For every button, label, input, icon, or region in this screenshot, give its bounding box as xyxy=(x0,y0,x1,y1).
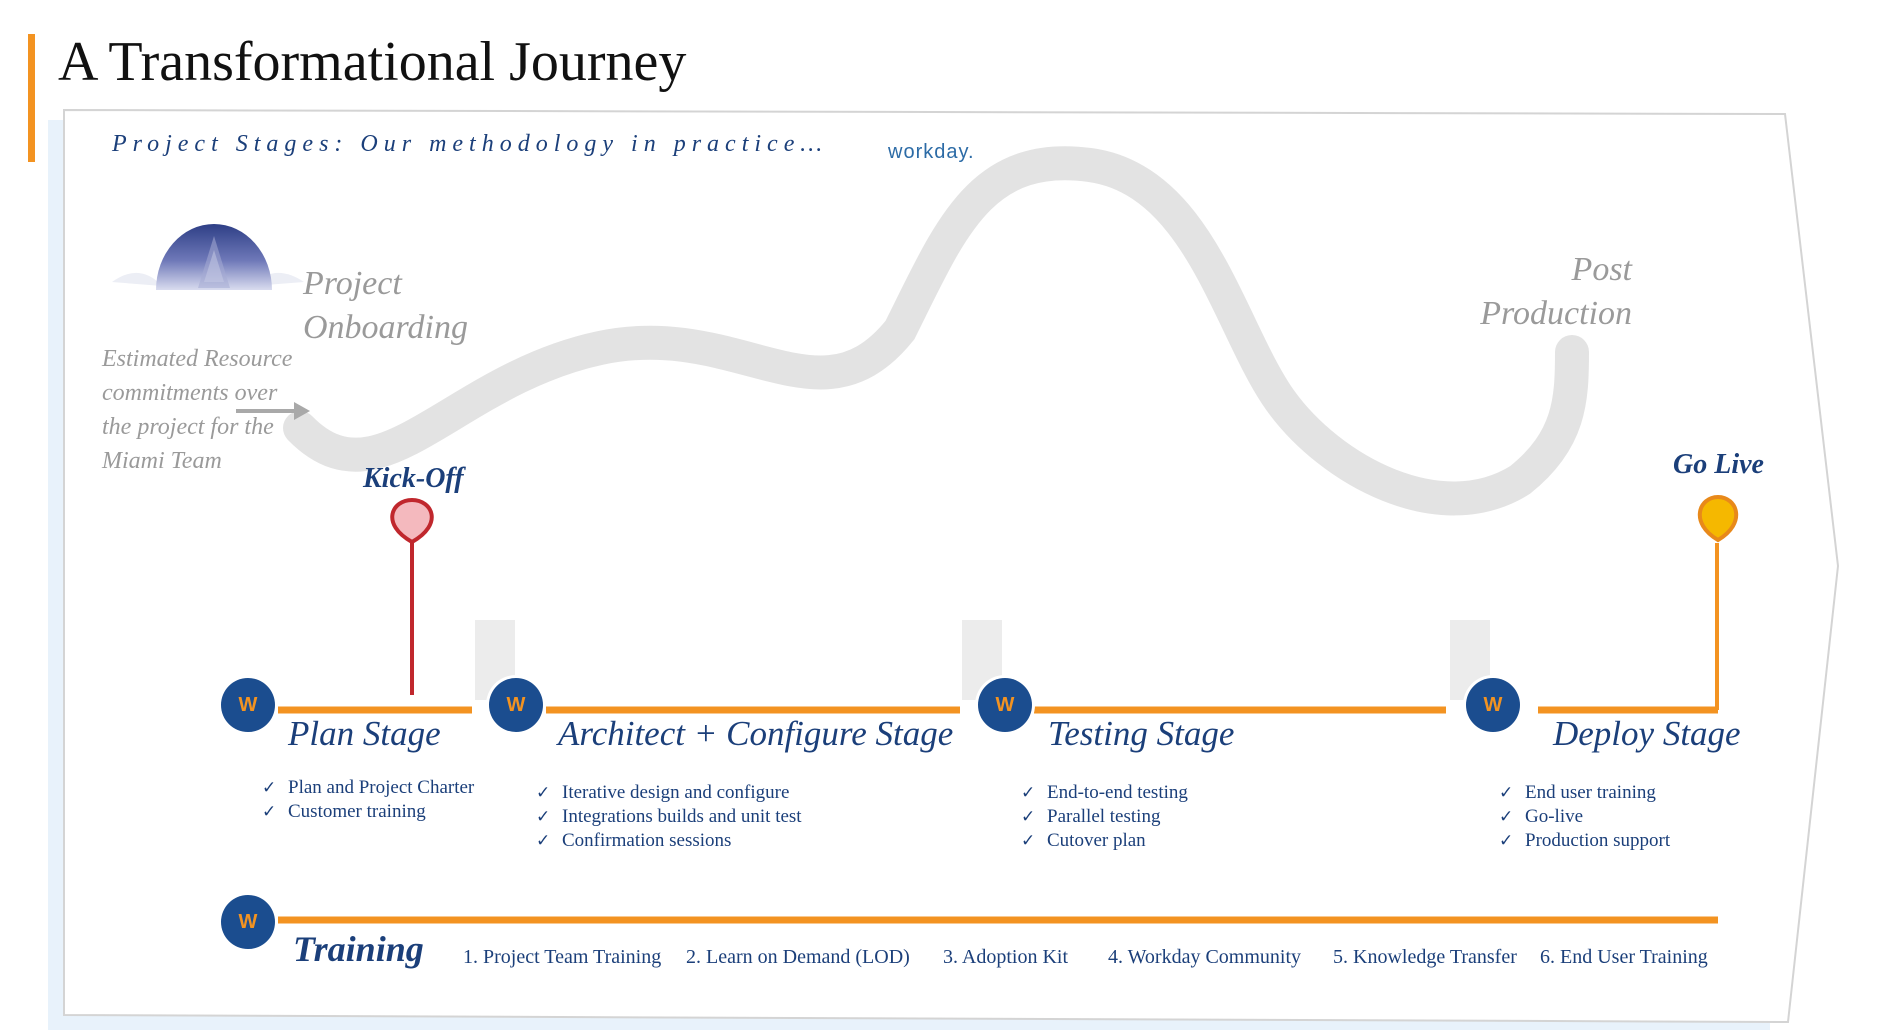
training-item: 4. Workday Community xyxy=(1108,946,1302,968)
checklist-item: ✓Iterative design and configure xyxy=(536,782,790,803)
kickoff-pin-icon xyxy=(390,497,434,545)
check-icon: ✓ xyxy=(536,783,551,803)
stage-checklist-deploy: ✓End user training ✓Go-live ✓Production … xyxy=(1499,781,1670,853)
checklist-item: ✓Confirmation sessions xyxy=(536,830,732,851)
slide-panel xyxy=(63,108,1840,1024)
stage-checklist-architect: ✓Iterative design and configure ✓Integra… xyxy=(536,781,802,853)
check-icon: ✓ xyxy=(1499,831,1514,851)
workday-logo: workday. xyxy=(888,141,975,163)
title-accent-bar xyxy=(28,34,35,162)
training-item: 2. Learn on Demand (LOD) xyxy=(686,946,910,968)
checklist-item: ✓Customer training xyxy=(262,801,426,822)
checklist-item: ✓End-to-end testing xyxy=(1021,782,1188,803)
stage-title-architect: Architect + Configure Stage xyxy=(558,714,954,753)
training-title: Training xyxy=(293,929,424,969)
golive-pin-icon xyxy=(1697,494,1739,543)
onboarding-label: Project Onboarding xyxy=(303,265,468,346)
checklist-item: ✓Plan and Project Charter xyxy=(262,777,475,798)
golive-label: Go Live xyxy=(1673,449,1764,480)
stage-title-plan: Plan Stage xyxy=(288,714,441,753)
stage-title-testing: Testing Stage xyxy=(1048,714,1235,753)
training-item: 6. End User Training xyxy=(1540,946,1708,968)
checklist-item: ✓End user training xyxy=(1499,782,1656,803)
resource-note: Estimated Resource commitments over the … xyxy=(102,346,293,474)
post-production-label: Post Production xyxy=(1480,251,1632,332)
stage-checklist-plan: ✓Plan and Project Charter ✓Customer trai… xyxy=(262,776,474,824)
workday-badge-training: W xyxy=(221,895,275,949)
check-icon: ✓ xyxy=(1499,783,1514,803)
check-icon: ✓ xyxy=(262,778,277,798)
checklist-item: ✓Integrations builds and unit test xyxy=(536,806,802,827)
checklist-item: ✓Parallel testing xyxy=(1021,806,1161,827)
workday-badge-deploy: W xyxy=(1466,678,1520,732)
training-item: 5. Knowledge Transfer xyxy=(1333,946,1517,968)
check-icon: ✓ xyxy=(1021,831,1036,851)
check-icon: ✓ xyxy=(1499,807,1514,827)
page-title: A Transformational Journey xyxy=(58,31,687,93)
workday-badge-testing: W xyxy=(978,678,1032,732)
training-item: 3. Adoption Kit xyxy=(943,946,1069,968)
checklist-item: ✓Production support xyxy=(1499,830,1671,851)
workday-badge-architect: W xyxy=(489,678,543,732)
stage-checklist-testing: ✓End-to-end testing ✓Parallel testing ✓C… xyxy=(1021,781,1188,853)
check-icon: ✓ xyxy=(536,831,551,851)
stage-title-deploy: Deploy Stage xyxy=(1553,714,1741,753)
check-icon: ✓ xyxy=(1021,807,1036,827)
check-icon: ✓ xyxy=(262,802,277,822)
subtitle: Project Stages: Our methodology in pract… xyxy=(112,131,828,157)
kickoff-label: Kick-Off xyxy=(363,463,464,494)
workday-badge-plan: W xyxy=(221,678,275,732)
onboarding-logo xyxy=(112,224,304,290)
checklist-item: ✓Go-live xyxy=(1499,806,1584,827)
journey-curve xyxy=(283,146,1589,516)
resource-arrow-head xyxy=(294,402,310,420)
checklist-item: ✓Cutover plan xyxy=(1021,830,1146,851)
training-item: 1. Project Team Training xyxy=(463,946,662,968)
check-icon: ✓ xyxy=(536,807,551,827)
check-icon: ✓ xyxy=(1021,783,1036,803)
